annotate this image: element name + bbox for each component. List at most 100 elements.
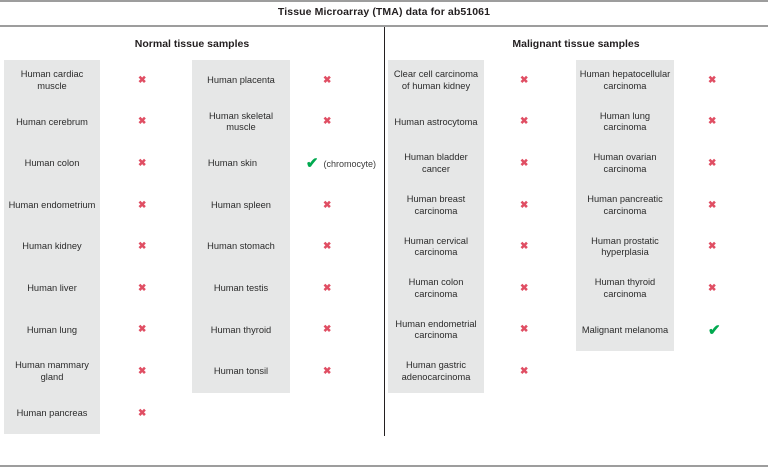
table-row: Human endometrium ✖ — [4, 185, 188, 227]
result-cell: ✖ — [708, 282, 717, 294]
result-cell: ✖ — [138, 242, 146, 252]
result-cell: ✖ — [520, 366, 528, 377]
cross-icon: ✖ — [323, 365, 332, 377]
result-cell: ✖ — [323, 74, 332, 86]
cross-icon: ✖ — [323, 241, 332, 253]
table-row: Human lung carcinoma ✖ — [576, 102, 764, 144]
tissue-name: Human thyroid carcinoma — [594, 277, 656, 299]
column-malignant-2: Human hepatocellular carcinoma✖Human lun… — [576, 60, 764, 352]
table-row: Human thyroid carcinoma ✖ — [576, 268, 764, 310]
top-rule — [0, 0, 768, 2]
column-normal-2: Human placenta✖Human skeletal muscle✖Hum… — [192, 60, 376, 393]
table-row: Human mammary gland✖ — [4, 351, 188, 393]
table-row: Human liver ✖ — [4, 268, 188, 310]
table-row: Human skin✔(chromocyte) — [192, 143, 376, 185]
result-cell: ✖ — [323, 199, 332, 211]
page-title: Tissue Microarray (TMA) data for ab51061 — [277, 6, 491, 18]
cross-icon: ✖ — [323, 199, 332, 211]
tissue-name: Human cardiac muscle — [20, 69, 84, 91]
result-cell: ✖ — [323, 365, 332, 377]
result-cell: ✖ — [708, 75, 716, 86]
column-rows: Clear cell carcinoma of human kidney✖ Hum… — [388, 60, 572, 393]
cross-icon: ✖ — [708, 157, 717, 169]
table-row: Human cerebrum ✖ — [4, 102, 188, 144]
result-note: (chromocyte) — [323, 158, 376, 169]
column-malignant-1: Clear cell carcinoma of human kidney✖ Hum… — [388, 60, 572, 393]
tissue-name: Human prostatic hyperplasia — [591, 235, 659, 258]
table-row: Human cervical carcinoma ✖ — [388, 226, 572, 268]
tissue-name: Human cervical carcinoma — [403, 235, 469, 258]
tissue-name: Human thyroid — [210, 324, 272, 335]
cross-icon: ✖ — [520, 74, 529, 86]
tissue-name: Human endometrium — [8, 199, 96, 210]
table-row: Human thyroid ✖ — [192, 310, 376, 352]
table-row: Human breast carcinoma ✖ — [388, 185, 572, 227]
tissue-name: Malignant melanoma — [581, 324, 669, 335]
cross-icon: ✖ — [138, 282, 147, 294]
title-underline-rule — [0, 25, 768, 27]
table-row: Human bladder cancer✖ — [388, 143, 572, 185]
table-row: Clear cell carcinoma of human kidney✖ — [388, 60, 572, 102]
result-cell: ✖ — [138, 117, 146, 127]
tissue-name: Human lung carcinoma — [599, 110, 651, 133]
cross-icon: ✖ — [138, 407, 147, 419]
result-cell: ✖ — [520, 242, 528, 252]
tissue-name: Human liver — [27, 282, 77, 293]
table-row: Human tonsil ✖ — [192, 351, 376, 393]
tissue-name: Human kidney — [22, 241, 82, 252]
section-header-malignant: Malignant tissue samples — [512, 38, 640, 50]
table-row: Human colon✖ — [4, 143, 188, 185]
column-rows: Human cardiac muscle✖Human cerebrum✖Huma… — [4, 60, 188, 434]
table-row: Human pancreatic carcinoma ✖ — [576, 185, 764, 227]
cross-icon: ✖ — [520, 324, 529, 336]
cross-icon: ✖ — [138, 199, 147, 211]
tissue-name: Human breast carcinoma — [406, 193, 466, 216]
tissue-name: Human gastric adenocarcinoma — [401, 360, 471, 382]
result-cell: ✖ — [138, 199, 147, 211]
result-cell: ✖ — [138, 74, 147, 86]
tissue-name: Human pancreatic carcinoma — [587, 193, 663, 216]
cross-icon: ✖ — [520, 282, 529, 294]
bottom-rule — [0, 465, 768, 467]
result-cell: ✖ — [323, 283, 331, 294]
result-cell: ✖ — [520, 200, 528, 211]
tissue-name: Human cerebrum — [16, 116, 88, 127]
cross-icon: ✖ — [138, 74, 147, 86]
result-cell: ✔ (chromocyte) — [306, 156, 376, 171]
table-row: Malignant melanoma✔ — [576, 310, 764, 352]
result-cell: ✖ — [138, 282, 147, 294]
tissue-name: Human stomach — [207, 241, 275, 252]
column-normal-1: Human cardiac muscle✖Human cerebrum✖Huma… — [4, 60, 188, 435]
result-cell: ✖ — [520, 74, 529, 86]
tissue-name: Human tonsil — [213, 366, 269, 377]
cross-icon: ✖ — [323, 74, 332, 86]
cross-icon: ✖ — [708, 241, 717, 253]
column-band — [388, 60, 484, 393]
result-cell: ✖ — [708, 157, 717, 169]
tissue-name: Human lung — [26, 324, 78, 335]
tissue-name: Human mammary gland — [15, 360, 89, 382]
result-cell: ✖ — [708, 199, 717, 211]
result-cell: ✖ — [520, 282, 529, 294]
result-cell: ✖ — [323, 325, 331, 335]
table-row: Human stomach ✖ — [192, 226, 376, 268]
cross-icon: ✖ — [708, 199, 717, 211]
column-rows: Human placenta✖Human skeletal muscle✖Hum… — [192, 60, 376, 393]
result-cell: ✖ — [708, 242, 716, 252]
table-row: Human gastric adenocarcinoma ✖ — [388, 351, 572, 393]
result-cell: ✖ — [323, 242, 331, 252]
tissue-name: Human hepatocellular carcinoma — [579, 69, 671, 91]
table-row: Human pancreas ✖ — [4, 393, 188, 435]
cross-icon: ✖ — [708, 116, 717, 128]
tissue-name: Human placenta — [207, 75, 275, 85]
table-row: Human skeletal muscle✖ — [192, 102, 376, 144]
column-band — [192, 60, 290, 393]
cross-icon: ✖ — [323, 116, 332, 128]
tissue-name: Human pancreas — [16, 407, 88, 418]
result-cell: ✖ — [138, 158, 146, 169]
check-icon: ✔ — [305, 155, 319, 173]
cross-icon: ✖ — [708, 282, 717, 294]
result-cell: ✖ — [323, 117, 331, 127]
table-row: Human kidney ✖ — [4, 226, 188, 268]
